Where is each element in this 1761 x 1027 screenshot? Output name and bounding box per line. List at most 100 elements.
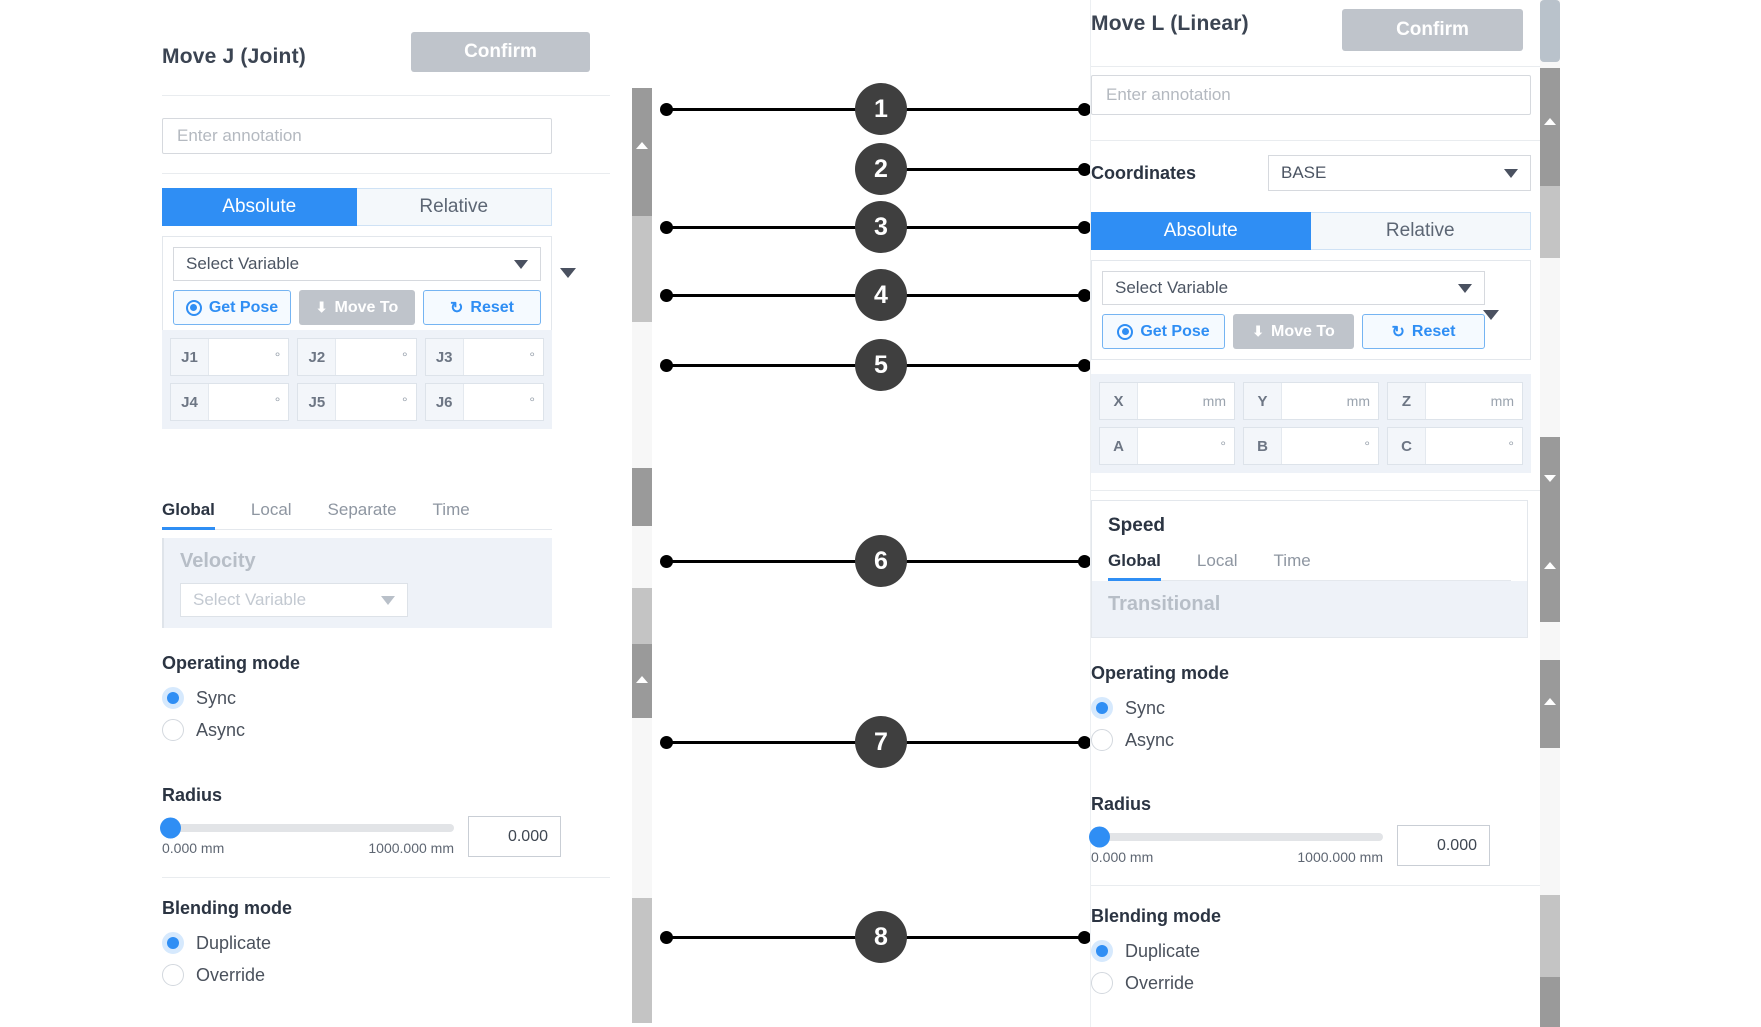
left-tab-time[interactable]: Time [432, 500, 470, 519]
left-velocity-title: Velocity [180, 550, 256, 572]
left-radio-duplicate[interactable]: Duplicate [162, 932, 552, 954]
right-get-pose-label: Get Pose [1140, 322, 1210, 340]
right-scrollbar-thumb-1[interactable] [1540, 68, 1560, 186]
right-tab-relative[interactable]: Relative [1310, 212, 1531, 250]
left-get-pose-button[interactable]: Get Pose [173, 290, 291, 325]
right-radius-slider[interactable] [1089, 826, 1383, 848]
right-radius-value-input[interactable]: 0.000 [1397, 825, 1490, 866]
scrollbar-thumb-3[interactable] [632, 468, 652, 526]
field-j3[interactable]: J3 ° [424, 338, 544, 376]
field-j6[interactable]: J6 ° [424, 383, 544, 421]
right-radio-duplicate[interactable]: Duplicate [1091, 940, 1531, 962]
left-annotation-field[interactable] [162, 118, 552, 154]
left-tab-relative[interactable]: Relative [356, 188, 552, 226]
left-radius-slider-knob[interactable] [160, 817, 181, 839]
right-radius-slider-knob[interactable] [1089, 826, 1110, 848]
field-a[interactable]: A ° [1099, 427, 1235, 465]
right-scrollbar-thumb-7[interactable] [1540, 977, 1560, 1027]
right-speed-tabs[interactable]: Global Local Time [1108, 551, 1511, 581]
field-b-label: B [1244, 428, 1282, 464]
left-confirm-button[interactable]: Confirm [411, 32, 590, 72]
right-divider-bottom [1091, 885, 1541, 886]
field-y-unit: mm [1346, 393, 1370, 409]
right-scrollbar-thumb-2[interactable] [1540, 186, 1560, 258]
left-radio-async[interactable]: Async [162, 719, 552, 741]
scrollbar-thumb-5[interactable] [632, 644, 652, 718]
chevron-down-icon [1458, 283, 1472, 293]
field-c[interactable]: C ° [1387, 427, 1523, 465]
left-radius-slider[interactable] [160, 817, 454, 839]
left-tab-separate[interactable]: Separate [327, 500, 397, 519]
field-j5[interactable]: J5 ° [297, 383, 417, 421]
right-radio-override[interactable]: Override [1091, 972, 1531, 994]
left-variable-expand-arrow[interactable] [560, 268, 576, 278]
field-x[interactable]: X mm [1099, 382, 1235, 420]
left-velocity-block: Velocity Select Variable [162, 538, 552, 628]
right-tab-global[interactable]: Global [1108, 551, 1183, 581]
left-speed-tabs[interactable]: Global Local Separate Time [162, 500, 552, 530]
left-panel-scrollbar[interactable] [632, 88, 652, 1023]
left-variable-select[interactable]: Select Variable [173, 247, 541, 281]
right-operating-mode-group: Operating mode Sync Async [1091, 663, 1531, 751]
right-variable-expand-arrow[interactable] [1483, 310, 1499, 320]
right-tab-absolute[interactable]: Absolute [1091, 212, 1311, 250]
field-b[interactable]: B ° [1243, 427, 1379, 465]
right-panel-scrollbar[interactable] [1540, 0, 1560, 1027]
chevron-up-icon [1544, 562, 1556, 569]
right-scrollbar-thumb-3[interactable] [1540, 437, 1560, 522]
right-radio-async[interactable]: Async [1091, 729, 1531, 751]
scrollbar-cap [1540, 0, 1560, 62]
radio-off-icon [162, 719, 184, 741]
field-j4[interactable]: J4 ° [170, 383, 290, 421]
left-radio-duplicate-label: Duplicate [196, 932, 272, 953]
chevron-up-icon [636, 676, 648, 683]
right-get-pose-button[interactable]: Get Pose [1102, 314, 1225, 349]
scrollbar-thumb-2[interactable] [632, 216, 652, 322]
left-annotation-input[interactable] [162, 118, 552, 154]
right-variable-select-value: Select Variable [1115, 278, 1229, 297]
radio-on-icon [1091, 940, 1113, 962]
scrollbar-thumb-4[interactable] [632, 588, 652, 644]
field-z[interactable]: Z mm [1387, 382, 1523, 420]
scrollbar-thumb-6[interactable] [632, 898, 652, 1023]
left-divider-top [162, 95, 610, 96]
field-j4-unit: ° [274, 394, 281, 410]
right-variable-action-box: Select Variable Get Pose ⬇ Move To ↻ Res… [1091, 260, 1531, 360]
right-mode-toggle[interactable]: Absolute Relative [1091, 212, 1531, 250]
left-radio-override[interactable]: Override [162, 964, 552, 986]
right-tab-local[interactable]: Local [1196, 551, 1238, 570]
scrollbar-thumb-1[interactable] [632, 88, 652, 216]
left-mode-toggle[interactable]: Absolute Relative [162, 188, 552, 226]
right-annotation-field[interactable] [1091, 75, 1531, 115]
download-icon: ⬇ [1252, 323, 1265, 339]
right-blending-mode-title: Blending mode [1091, 906, 1221, 926]
field-j6-label: J6 [425, 384, 464, 420]
left-move-to-button[interactable]: ⬇ Move To [299, 290, 415, 325]
left-velocity-select[interactable]: Select Variable [180, 583, 408, 617]
left-tab-local[interactable]: Local [250, 500, 292, 519]
left-radio-override-label: Override [196, 964, 266, 985]
right-radio-sync[interactable]: Sync [1091, 697, 1531, 719]
right-reset-button[interactable]: ↻ Reset [1362, 314, 1485, 349]
left-radius-value-input[interactable]: 0.000 [468, 816, 561, 857]
left-reset-button[interactable]: ↻ Reset [423, 290, 541, 325]
field-j5-unit: ° [402, 394, 408, 410]
right-radio-sync-label: Sync [1125, 697, 1166, 718]
left-radio-sync[interactable]: Sync [162, 687, 552, 709]
left-tab-absolute[interactable]: Absolute [162, 188, 357, 226]
right-scrollbar-thumb-4[interactable] [1540, 522, 1560, 622]
field-j1[interactable]: J1 ° [170, 338, 290, 376]
right-confirm-button[interactable]: Confirm [1342, 9, 1523, 51]
field-y[interactable]: Y mm [1243, 382, 1379, 420]
right-move-to-button[interactable]: ⬇ Move To [1233, 314, 1354, 349]
left-tab-global[interactable]: Global [162, 500, 237, 530]
field-j2[interactable]: J2 ° [297, 338, 417, 376]
right-annotation-input[interactable] [1091, 75, 1531, 115]
right-scrollbar-thumb-5[interactable] [1540, 660, 1560, 748]
left-divider-bottom [162, 877, 610, 878]
right-tab-time[interactable]: Time [1273, 551, 1311, 570]
right-scrollbar-thumb-6[interactable] [1540, 895, 1560, 977]
right-variable-select[interactable]: Select Variable [1102, 271, 1485, 305]
right-coordinates-select[interactable]: BASE [1268, 155, 1531, 191]
refresh-icon: ↻ [1391, 323, 1405, 341]
